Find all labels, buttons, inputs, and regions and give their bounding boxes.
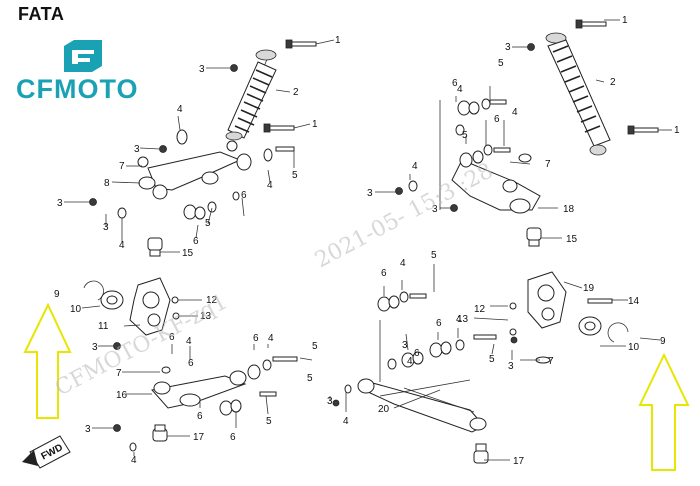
svg-text:20: 20 xyxy=(378,404,390,415)
svg-text:3: 3 xyxy=(134,144,140,155)
svg-text:15: 15 xyxy=(182,248,194,259)
knuckle-left xyxy=(83,277,180,336)
svg-text:6: 6 xyxy=(230,432,236,443)
svg-text:1: 1 xyxy=(674,125,680,136)
svg-text:6: 6 xyxy=(436,318,442,329)
lower-arm-right xyxy=(332,291,551,433)
svg-text:4: 4 xyxy=(343,416,349,427)
svg-text:11: 11 xyxy=(98,321,109,332)
svg-text:14: 14 xyxy=(628,296,640,307)
svg-text:17: 17 xyxy=(193,432,205,443)
knuckle-right xyxy=(509,271,629,343)
svg-text:2: 2 xyxy=(293,87,299,98)
yellow-arrow-left xyxy=(23,302,72,419)
svg-text:1: 1 xyxy=(335,35,341,46)
svg-text:5: 5 xyxy=(489,354,495,365)
svg-text:10: 10 xyxy=(628,342,640,353)
shock-absorber-left xyxy=(225,49,277,152)
svg-text:4: 4 xyxy=(119,240,125,251)
svg-text:6: 6 xyxy=(197,411,203,422)
svg-text:4: 4 xyxy=(131,455,137,466)
svg-text:5: 5 xyxy=(307,373,313,384)
svg-text:3: 3 xyxy=(199,64,205,75)
svg-text:3: 3 xyxy=(103,222,109,233)
svg-text:4: 4 xyxy=(400,258,406,269)
svg-text:3: 3 xyxy=(505,42,511,53)
svg-text:5: 5 xyxy=(312,341,318,352)
svg-text:19: 19 xyxy=(583,283,595,294)
svg-text:6: 6 xyxy=(452,78,458,89)
svg-text:4: 4 xyxy=(412,161,418,172)
cfmoto-logo-text: CFMOTO xyxy=(16,74,139,104)
svg-text:4: 4 xyxy=(457,84,463,95)
svg-text:12: 12 xyxy=(206,295,218,306)
svg-text:5: 5 xyxy=(205,218,211,229)
svg-text:3: 3 xyxy=(432,204,438,215)
svg-text:17: 17 xyxy=(513,456,525,467)
svg-text:9: 9 xyxy=(54,289,60,300)
svg-text:4: 4 xyxy=(512,107,518,118)
svg-text:6: 6 xyxy=(193,236,199,247)
svg-text:3: 3 xyxy=(85,424,91,435)
bolts-left xyxy=(89,39,317,432)
svg-text:6: 6 xyxy=(253,333,259,344)
svg-text:10: 10 xyxy=(70,304,82,315)
upper-arm-right xyxy=(395,98,541,214)
svg-text:4: 4 xyxy=(186,336,192,347)
page-title: FATA xyxy=(18,4,65,24)
svg-text:2: 2 xyxy=(610,77,616,88)
svg-text:3: 3 xyxy=(367,188,373,199)
svg-text:6: 6 xyxy=(381,268,387,279)
shock-absorber-right xyxy=(527,19,659,156)
svg-text:6: 6 xyxy=(241,190,247,201)
svg-text:1: 1 xyxy=(312,119,318,130)
svg-text:4: 4 xyxy=(456,314,462,325)
svg-text:9: 9 xyxy=(660,336,666,347)
svg-text:13: 13 xyxy=(200,311,212,322)
upper-arm-left xyxy=(117,129,273,220)
yellow-arrow-right xyxy=(638,352,690,471)
ball-joints-left xyxy=(147,237,168,442)
svg-text:3: 3 xyxy=(327,396,333,407)
lower-arm-left xyxy=(129,356,298,452)
svg-text:5: 5 xyxy=(462,130,468,141)
svg-text:4: 4 xyxy=(177,104,183,115)
svg-text:5: 5 xyxy=(431,250,437,261)
svg-text:7: 7 xyxy=(548,356,554,367)
svg-text:3: 3 xyxy=(57,198,63,209)
fwd-badge: FWD xyxy=(22,435,71,469)
svg-text:4: 4 xyxy=(407,356,413,367)
svg-text:4: 4 xyxy=(267,180,273,191)
svg-text:13: 13 xyxy=(457,314,469,325)
cfmoto-logo-icon xyxy=(64,40,102,72)
svg-text:15: 15 xyxy=(566,234,578,245)
svg-text:6: 6 xyxy=(414,348,420,359)
svg-text:3: 3 xyxy=(402,340,408,351)
svg-text:1: 1 xyxy=(622,15,628,26)
svg-text:4: 4 xyxy=(268,333,274,344)
leader-lines xyxy=(64,19,672,461)
svg-text:5: 5 xyxy=(292,170,298,181)
svg-text:6: 6 xyxy=(188,358,194,369)
svg-text:6: 6 xyxy=(169,332,175,343)
svg-text:5: 5 xyxy=(266,416,272,427)
watermark-date: 2021-05- 15:3 :28 xyxy=(311,158,497,273)
svg-text:6: 6 xyxy=(494,114,500,125)
svg-text:7: 7 xyxy=(545,159,551,170)
svg-text:5: 5 xyxy=(498,58,504,69)
svg-text:3: 3 xyxy=(92,342,98,353)
svg-text:7: 7 xyxy=(116,368,122,379)
svg-text:7: 7 xyxy=(119,161,125,172)
svg-text:8: 8 xyxy=(104,178,110,189)
svg-text:12: 12 xyxy=(474,304,486,315)
svg-text:18: 18 xyxy=(563,204,575,215)
svg-text:3: 3 xyxy=(508,361,514,372)
svg-text:16: 16 xyxy=(116,390,128,401)
